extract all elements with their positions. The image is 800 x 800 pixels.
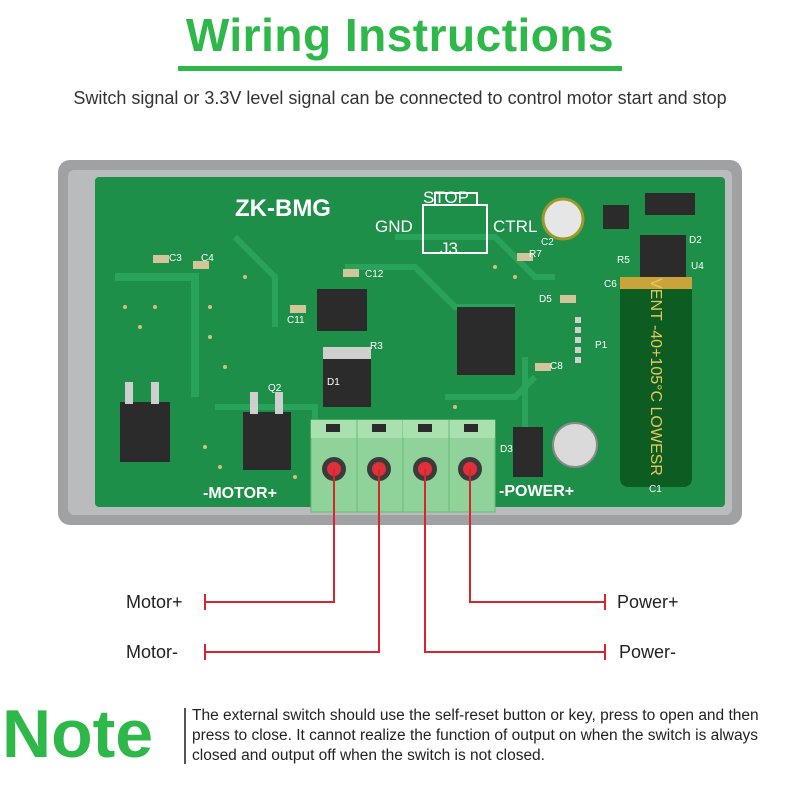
component-label: C8 — [550, 361, 563, 372]
component-label: R3 — [370, 341, 383, 352]
capacitor-print: VENT -40+105°C LOWESR — [647, 278, 664, 476]
component-label: D3 — [500, 444, 513, 455]
motor-plus-wire — [205, 469, 335, 603]
component-label: P1 — [595, 340, 608, 351]
power-plus-wire — [469, 469, 605, 603]
note-heading: Note — [2, 696, 154, 772]
component-label: D5 — [539, 294, 552, 305]
component-label: D1 — [327, 377, 340, 388]
component-label: D2 — [689, 235, 702, 246]
component-label: C1 — [649, 484, 662, 495]
j3-label: J3 — [440, 239, 458, 258]
component-label: R7 — [529, 249, 542, 260]
pcb-traces: VENT -40+105°C LOWESR — [115, 192, 695, 487]
component-label: C12 — [365, 269, 384, 280]
page-title: Wiring Instructions — [185, 9, 615, 61]
title-underline — [178, 66, 622, 71]
power-minus-label: Power- — [619, 642, 677, 662]
component-label: C4 — [201, 253, 214, 264]
motor-minus-wire — [205, 469, 380, 653]
gnd-label: GND — [375, 217, 413, 236]
stop-label: STOP — [423, 188, 469, 207]
motor-minus-label: Motor- — [126, 642, 179, 662]
power-terminal-label: -POWER+ — [499, 483, 575, 500]
component-label: Q2 — [268, 383, 282, 394]
component-label: R5 — [617, 255, 630, 266]
component-label: C6 — [604, 279, 617, 290]
component-label: C3 — [169, 253, 182, 264]
component-label: C11 — [287, 315, 305, 326]
component-label: U4 — [691, 261, 704, 272]
motor-plus-label: Motor+ — [126, 592, 183, 612]
power-minus-wire — [424, 469, 605, 653]
note-text: The external switch should use the self-… — [192, 707, 759, 764]
motor-terminal-label: -MOTOR+ — [203, 485, 277, 502]
ctrl-label: CTRL — [493, 217, 538, 236]
component-label: C2 — [541, 237, 554, 248]
power-plus-label: Power+ — [617, 592, 679, 612]
note-divider — [184, 708, 186, 764]
page-subtitle: Switch signal or 3.3V level signal can b… — [73, 88, 727, 108]
board-model-label: ZK-BMG — [235, 195, 331, 222]
